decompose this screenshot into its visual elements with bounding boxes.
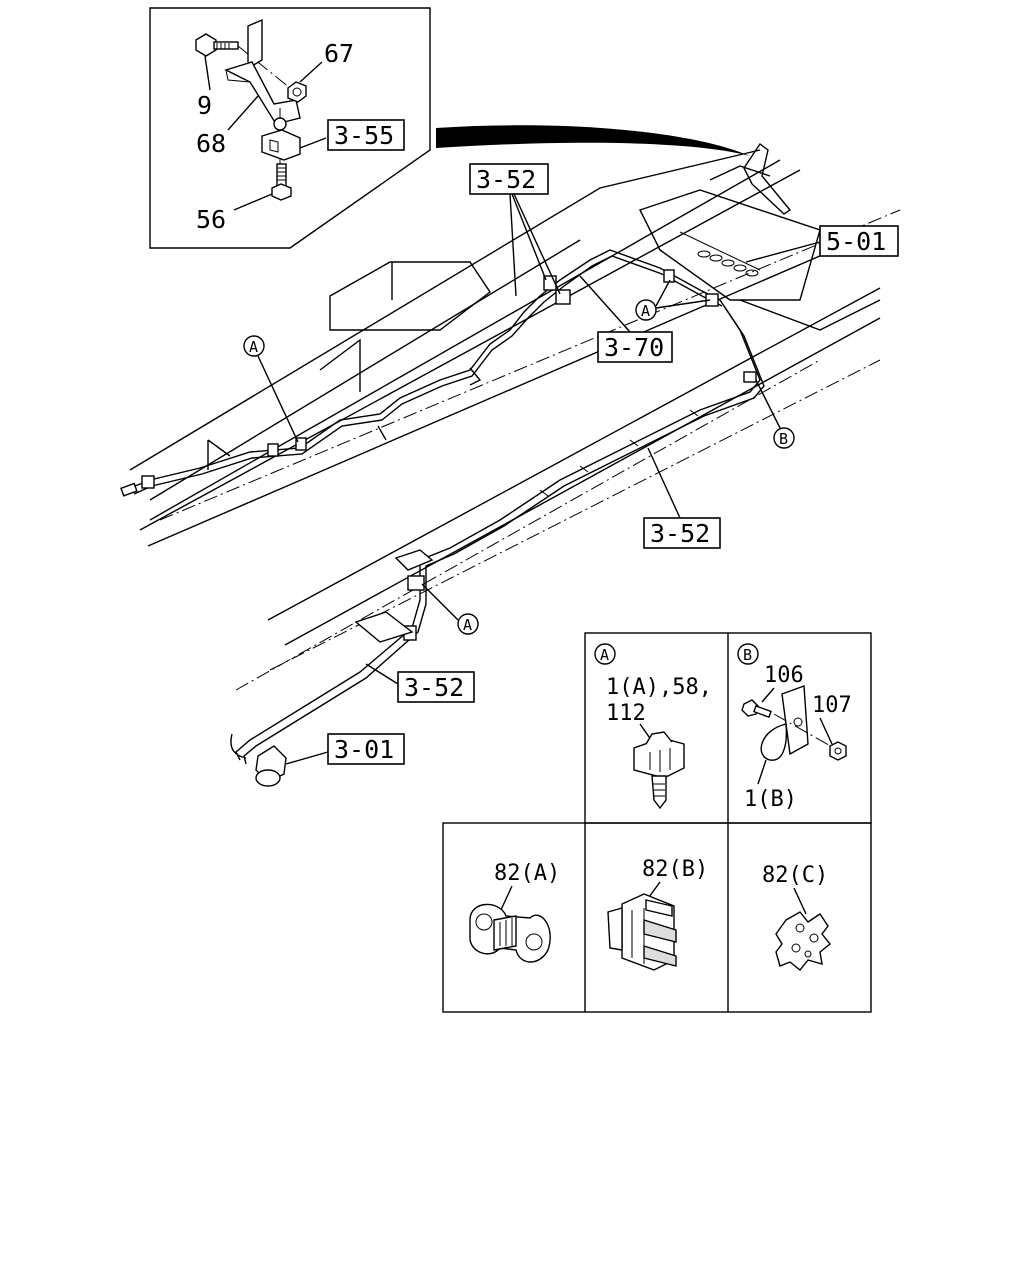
clip-82a-label: 82(A) — [494, 861, 560, 886]
detail-grid — [442, 632, 872, 1013]
ref-3-70: 3-70 — [604, 333, 664, 362]
bolt-56 — [271, 163, 292, 201]
ref-5-01: 5-01 — [826, 227, 886, 256]
label-67: 67 — [324, 39, 354, 68]
ref-box-3-01 — [327, 733, 405, 765]
brake-pipes — [120, 249, 765, 787]
clip-82b-cell: 82(B) — [607, 857, 708, 971]
ref-box-5-01 — [819, 225, 899, 257]
clip-1a — [633, 731, 685, 810]
clip-3-55 — [261, 117, 301, 161]
main-callouts: 3-52 5-01 3-70 A A B 3-52 A — [243, 163, 899, 765]
ref-box-3-52-low — [397, 671, 475, 703]
label-9: 9 — [197, 91, 212, 120]
crossmember-holes — [697, 250, 759, 277]
bracket-detail-inset: 9 67 68 56 3-55 — [149, 7, 431, 249]
ref-box-3-52-top — [469, 163, 549, 195]
label-68: 68 — [196, 129, 226, 158]
clip-82b — [607, 893, 677, 971]
ref-3-52-mid: 3-52 — [650, 519, 710, 548]
nut-107 — [829, 741, 847, 761]
marker-b-text: B — [779, 430, 788, 448]
marker-a-lower-text: A — [463, 616, 472, 634]
marker-a-right-text: A — [641, 302, 650, 320]
ref-3-55: 3-55 — [334, 121, 394, 150]
chassis-frame — [129, 149, 901, 691]
detail-b-marker — [737, 643, 759, 665]
bracket-68 — [224, 18, 301, 125]
detail-a-line1: 1(A),58, — [606, 675, 712, 700]
ref-box-3-52-mid — [643, 517, 721, 549]
clip-82c-label: 82(C) — [762, 863, 828, 888]
detail-a-cell: A 1(A),58, 112 — [594, 643, 712, 810]
inset-frame — [149, 7, 431, 249]
detail-b-cell: B 106 107 1(B) — [737, 643, 852, 812]
marker-a-left-text: A — [249, 338, 258, 356]
marker-b — [773, 427, 795, 449]
detail-b-1b: 1(B) — [744, 787, 797, 812]
clip-82a-cell: 82(A) — [469, 861, 560, 963]
bolt-106 — [741, 699, 772, 719]
ref-3-52-low: 3-52 — [404, 673, 464, 702]
detail-b-106: 106 — [764, 663, 804, 688]
inset-pointer-arrow — [436, 125, 792, 215]
ref-box-3-70 — [597, 331, 673, 363]
marker-a-right — [635, 299, 657, 321]
ref-3-52-top: 3-52 — [476, 165, 536, 194]
ref-box-3-55 — [327, 119, 405, 151]
ref-3-01: 3-01 — [334, 735, 394, 764]
clip-82a — [469, 903, 551, 963]
detail-a-marker — [594, 643, 616, 665]
label-56: 56 — [196, 205, 226, 234]
marker-a-left — [243, 335, 265, 357]
clamp-1b — [760, 685, 809, 761]
detail-b-marker-text: B — [743, 646, 752, 664]
detail-b-107: 107 — [812, 693, 852, 718]
bolt-9 — [195, 33, 239, 57]
nut-67 — [287, 81, 307, 103]
marker-a-lower — [457, 613, 479, 635]
detail-a-marker-text: A — [600, 646, 609, 664]
clip-82b-label: 82(B) — [642, 857, 708, 882]
clip-82c-cell: 82(C) — [762, 863, 831, 971]
clip-82c — [775, 911, 831, 971]
detail-a-line2: 112 — [606, 701, 646, 726]
